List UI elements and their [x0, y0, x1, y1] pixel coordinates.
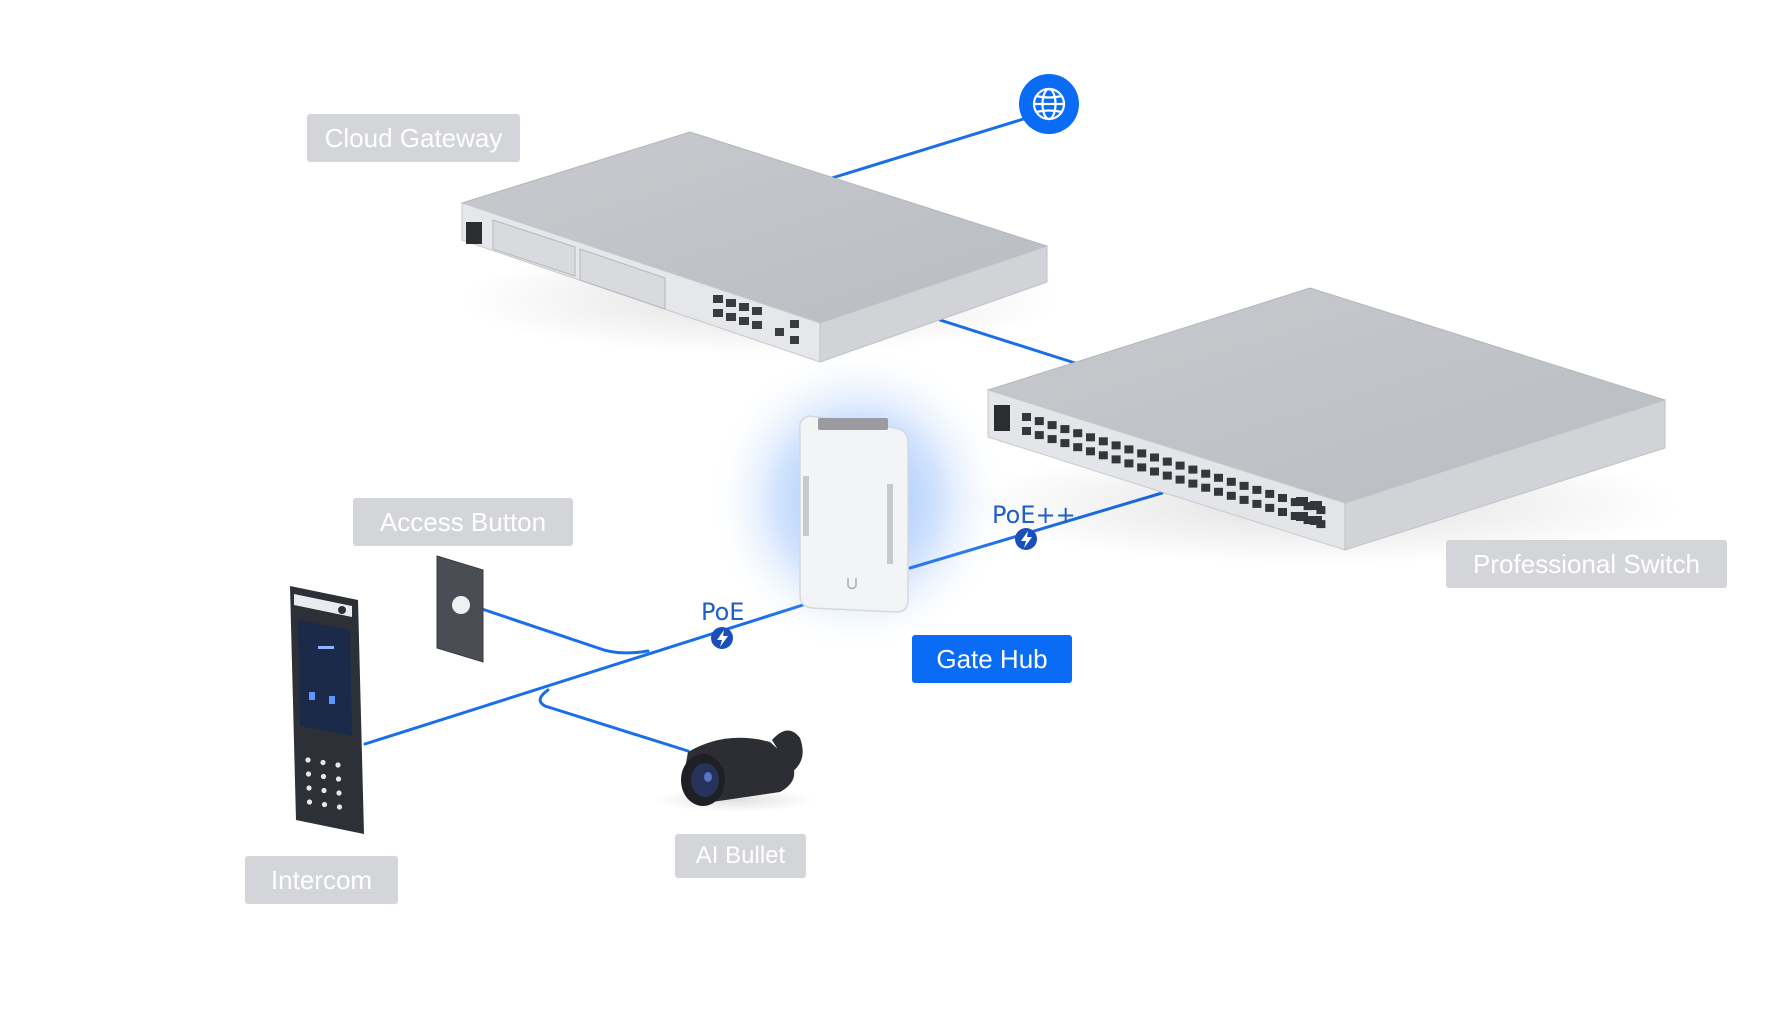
poe-plus-link-label: PoE++ — [992, 501, 1076, 529]
switch-port — [1252, 499, 1262, 508]
switch-port — [1239, 495, 1249, 504]
poe-lightning-badge — [711, 627, 733, 649]
switch-port — [1303, 516, 1313, 525]
ethernet-ports — [713, 295, 799, 344]
cable-gateway-internet — [830, 115, 1032, 180]
poe-plus-lightning-badge — [1015, 528, 1037, 550]
access-button-label[interactable]: Access Button — [353, 498, 573, 546]
switch-ports — [1022, 413, 1326, 529]
keypad — [305, 757, 343, 810]
switch-port — [1150, 453, 1159, 462]
switch-port — [1162, 471, 1172, 480]
internet-node[interactable] — [1019, 74, 1079, 134]
sfp-ports — [1296, 497, 1322, 525]
cloud-gateway-device[interactable] — [460, 131, 1060, 363]
switch-port — [1188, 465, 1198, 474]
keypad-key — [321, 787, 327, 794]
switch-port — [1137, 449, 1147, 458]
switch-port — [1175, 461, 1185, 470]
switch-port — [1047, 421, 1057, 430]
switch-port — [1073, 429, 1083, 438]
globe-icon — [1032, 87, 1066, 121]
switch-port — [1239, 481, 1249, 490]
switch-port — [1201, 469, 1211, 478]
cable-access-button — [480, 607, 650, 655]
professional-switch-label[interactable]: Professional Switch — [1446, 540, 1727, 588]
keypad-key — [335, 776, 342, 782]
switch-port — [1188, 479, 1198, 488]
keypad-key — [335, 762, 341, 768]
switch-port — [1226, 477, 1236, 486]
gate-hub-leds — [803, 476, 893, 564]
keypad-key — [320, 759, 326, 766]
keypad-key — [305, 757, 311, 763]
switch-port — [1265, 503, 1275, 512]
keypad-key — [306, 785, 312, 791]
switch-port — [1111, 441, 1121, 450]
switch-port — [1073, 443, 1083, 452]
switch-port — [1316, 506, 1326, 515]
switch-port — [1162, 457, 1172, 466]
poe-link-label: PoE — [701, 598, 745, 626]
switch-port — [1175, 475, 1185, 484]
cable-ai-bullet — [538, 688, 690, 753]
switch-port — [1047, 435, 1057, 444]
switch-port — [1214, 487, 1223, 496]
power-port-icon — [466, 222, 482, 244]
switch-port — [1124, 459, 1134, 468]
switch-port — [1150, 467, 1159, 476]
access-button-device[interactable] — [436, 555, 484, 663]
switch-port — [1022, 413, 1031, 421]
switch-port — [1034, 431, 1044, 440]
switch-port — [1201, 483, 1211, 492]
switch-port — [1086, 433, 1095, 442]
cloud-gateway-label[interactable]: Cloud Gateway — [307, 114, 520, 162]
switch-port — [1060, 425, 1070, 434]
keypad-key — [306, 799, 313, 805]
professional-switch-device[interactable] — [960, 287, 1680, 565]
intercom-device[interactable] — [290, 586, 364, 834]
gate-hub-device[interactable] — [708, 345, 1008, 655]
keypad-key — [321, 801, 328, 808]
switch-port — [1226, 491, 1236, 500]
switch-port — [1086, 447, 1095, 456]
switch-port — [1137, 463, 1147, 472]
gate-hub-label[interactable]: Gate Hub — [912, 635, 1072, 683]
switch-port — [1252, 485, 1262, 494]
keypad-key — [305, 771, 312, 777]
switch-port — [1214, 473, 1223, 482]
ai-bullet-device[interactable] — [655, 730, 815, 812]
switch-port — [1290, 512, 1300, 520]
lightning-icon — [1021, 531, 1032, 548]
lightning-icon — [717, 630, 728, 647]
switch-port — [1034, 417, 1044, 426]
switch-port — [1098, 451, 1108, 460]
switch-port — [1303, 502, 1313, 511]
switch-port — [1124, 445, 1134, 454]
cable-gatehub-intercom — [363, 596, 827, 746]
switch-port — [1098, 437, 1108, 446]
switch-port — [1290, 498, 1300, 507]
switch-port — [1060, 439, 1070, 448]
keypad-key — [336, 804, 343, 810]
ubiquiti-logo-icon — [847, 578, 857, 590]
keypad-key — [320, 773, 327, 780]
intercom-label[interactable]: Intercom — [245, 856, 398, 904]
switch-port — [1278, 494, 1287, 502]
switch-port — [1265, 489, 1275, 498]
keypad-key — [336, 790, 342, 796]
ai-bullet-label[interactable]: AI Bullet — [675, 834, 806, 878]
switch-port — [1111, 455, 1121, 464]
switch-port — [1278, 508, 1287, 516]
display-icon — [994, 405, 1010, 431]
switch-port — [1022, 427, 1031, 435]
